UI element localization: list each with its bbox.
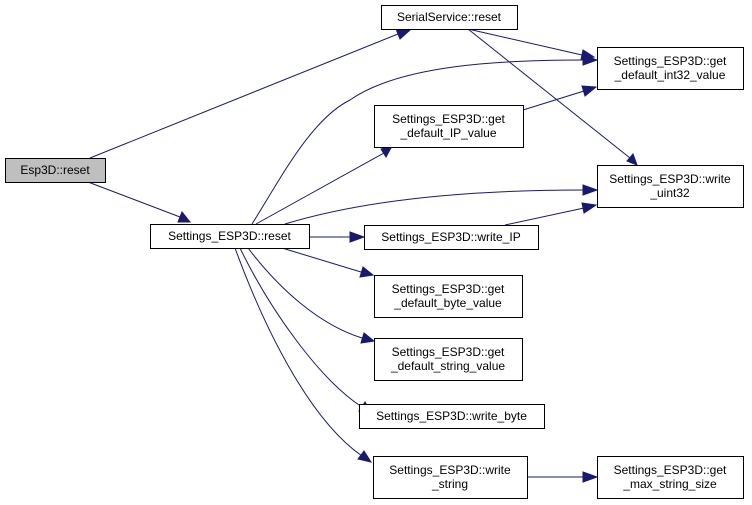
- node-box[interactable]: [374, 338, 523, 381]
- node-label: Esp3D::reset: [20, 163, 90, 177]
- edge-settings_reset-to-write_uint32: [284, 184, 599, 225]
- node-label: _default_byte_value: [393, 296, 502, 310]
- node-get-int32[interactable]: Settings_ESP3D::get_default_int32_value: [597, 47, 744, 90]
- edge-line: [284, 189, 584, 225]
- edge-settings_reset-to-get_int32: [251, 54, 599, 225]
- node-box[interactable]: [597, 47, 744, 90]
- node-settings-reset[interactable]: Settings_ESP3D::reset: [150, 224, 310, 249]
- edge-write_ip-to-write_uint32: [504, 202, 598, 226]
- node-label: Settings_ESP3D::reset: [168, 229, 291, 243]
- edge-settings_reset-to-write_string: [234, 247, 373, 463]
- node-box[interactable]: [5, 158, 106, 183]
- edge-arrowhead: [395, 28, 412, 40]
- edge-arrowhead: [581, 85, 598, 97]
- edge-line: [467, 28, 583, 56]
- node-box[interactable]: [150, 224, 310, 249]
- edge-line: [247, 247, 363, 339]
- node-esp3d-reset[interactable]: Esp3D::reset: [5, 158, 106, 183]
- edge-arrowhead: [582, 184, 599, 196]
- node-label: Settings_ESP3D::get: [614, 54, 727, 68]
- edge-esp3d_reset-to-settings_reset: [87, 181, 192, 223]
- node-write-string[interactable]: Settings_ESP3D::write_string: [373, 456, 528, 499]
- edge-get_ip-to-get_int32: [522, 85, 598, 111]
- node-label: Settings_ESP3D::get: [392, 112, 505, 126]
- edge-settings_reset-to-write_ip: [309, 231, 366, 243]
- node-label: SerialService::reset: [397, 10, 502, 24]
- node-box[interactable]: [373, 456, 528, 499]
- node-label: Settings_ESP3D::write_byte: [376, 409, 527, 423]
- node-get-string[interactable]: Settings_ESP3D::get_default_string_value: [374, 338, 523, 381]
- node-label: Settings_ESP3D::write: [609, 172, 731, 186]
- edge-settings_reset-to-get_byte: [281, 247, 375, 278]
- edge-line: [281, 247, 362, 273]
- node-box[interactable]: [359, 404, 545, 429]
- edge-esp3d_reset-to-serial_reset: [89, 28, 412, 159]
- node-serial-reset[interactable]: SerialService::reset: [381, 5, 518, 30]
- edge-line: [89, 33, 399, 159]
- node-box[interactable]: [381, 5, 518, 30]
- edge-line: [467, 28, 631, 159]
- edge-settings_reset-to-write_byte: [239, 247, 372, 413]
- edge-arrowhead: [582, 471, 599, 483]
- node-label: Settings_ESP3D::get: [392, 345, 505, 359]
- nodes-layer: Esp3D::reset SerialService::resetSettings…: [5, 5, 744, 499]
- edge-arrowhead: [177, 211, 192, 223]
- node-label: Settings_ESP3D::get: [614, 463, 727, 477]
- node-label: _default_string_value: [390, 359, 505, 373]
- edge-arrowhead: [582, 54, 599, 66]
- node-write-ip[interactable]: Settings_ESP3D::write_IP: [364, 225, 539, 250]
- node-box[interactable]: [597, 165, 744, 208]
- node-box[interactable]: [374, 275, 523, 318]
- edge-arrowhead: [581, 202, 598, 214]
- node-box[interactable]: [374, 105, 524, 148]
- node-label: Settings_ESP3D::write: [389, 463, 511, 477]
- edge-serial_reset-to-write_uint32: [467, 28, 638, 166]
- edge-write_string-to-get_max: [527, 471, 599, 483]
- node-box[interactable]: [364, 225, 539, 250]
- edge-line: [87, 181, 181, 218]
- node-label: _default_int32_value: [614, 68, 726, 82]
- node-label: _uint32: [649, 186, 690, 200]
- node-label: _string: [431, 477, 468, 491]
- node-get-max[interactable]: Settings_ESP3D::get_max_string_size: [597, 456, 744, 499]
- node-write-uint32[interactable]: Settings_ESP3D::write_uint32: [597, 165, 744, 208]
- edge-line: [522, 90, 585, 111]
- edge-arrowhead: [357, 450, 373, 463]
- node-get-byte[interactable]: Settings_ESP3D::get_default_byte_value: [374, 275, 523, 318]
- node-box[interactable]: [597, 456, 744, 499]
- edge-line: [234, 247, 363, 457]
- node-get-ip[interactable]: Settings_ESP3D::get_default_IP_value: [374, 105, 524, 148]
- edge-settings_reset-to-get_string: [247, 247, 376, 344]
- node-label: _max_string_size: [622, 477, 717, 491]
- edge-arrowhead: [626, 153, 638, 166]
- edge-arrowhead: [360, 332, 376, 344]
- edge-line: [504, 207, 585, 226]
- node-label: Settings_ESP3D::write_IP: [381, 230, 520, 244]
- edge-line: [255, 152, 385, 225]
- edge-arrowhead: [359, 266, 375, 278]
- node-label: Settings_ESP3D::get: [392, 282, 505, 296]
- edge-line: [251, 59, 584, 225]
- node-write-byte[interactable]: Settings_ESP3D::write_byte: [359, 404, 545, 429]
- edge-line: [239, 247, 363, 408]
- edge-arrowhead: [349, 231, 366, 243]
- edges-layer: [87, 28, 638, 483]
- node-label: _default_IP_value: [399, 126, 496, 140]
